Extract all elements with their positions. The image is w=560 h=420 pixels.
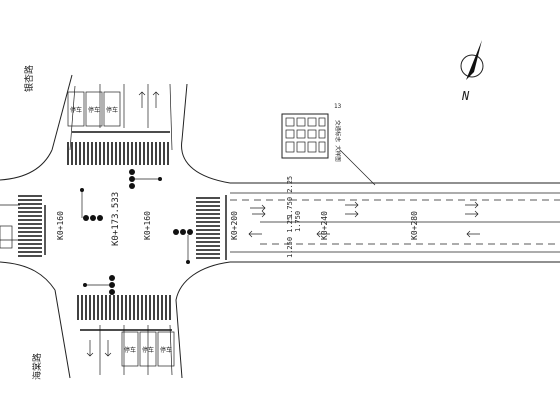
station-main-label: K0+173.533 xyxy=(111,192,121,246)
traffic-signals xyxy=(80,169,193,295)
north-circle-icon xyxy=(460,54,484,78)
stop-box-north-3 xyxy=(103,91,121,127)
stop-line-text-south: 停车 停车 停车 xyxy=(121,331,175,367)
dim-top-label: 1.750 2.25 xyxy=(286,176,294,218)
signal-south-icon xyxy=(83,275,115,295)
stop-text-south-3: 停车 xyxy=(160,346,172,354)
crosswalk-east xyxy=(196,197,220,259)
west-island xyxy=(0,225,13,249)
arrow-west-1-icon xyxy=(248,230,262,238)
stop-box-south-3 xyxy=(157,331,175,367)
crosswalk-west xyxy=(18,195,42,257)
arrow-south-1-icon xyxy=(86,340,94,357)
arrow-west-2-icon xyxy=(316,230,330,238)
arrow-west-3-icon xyxy=(466,230,480,238)
arrow-south-2-icon xyxy=(104,340,112,357)
stop-box-north-2 xyxy=(85,91,103,127)
station-vertical-label: K0+160 xyxy=(143,211,152,240)
stop-text-north-2: 停车 xyxy=(88,106,100,114)
station-240-label: K0+240 xyxy=(320,211,329,240)
arrow-north-2-icon xyxy=(152,91,160,108)
edge-se xyxy=(175,261,231,379)
signal-west-icon xyxy=(80,188,103,221)
road-edges xyxy=(0,74,560,379)
stop-text-north-3: 停车 xyxy=(106,106,118,114)
north-arrow: N xyxy=(460,40,484,103)
sign-number: 13 xyxy=(334,103,342,110)
edge-sw xyxy=(0,261,56,291)
stop-box-south-1 xyxy=(121,331,139,367)
arrow-east-4-icon xyxy=(345,210,359,218)
station-left-label: K0+160 xyxy=(56,211,65,240)
arrow-east-3-icon xyxy=(345,201,359,209)
edge-west-bottom xyxy=(54,289,71,379)
stop-box-south-2 xyxy=(139,331,157,367)
edge-west-top xyxy=(51,74,73,151)
north-label: N xyxy=(461,89,470,103)
stop-text-north-1: 停车 xyxy=(70,106,82,114)
south-lane-d xyxy=(169,324,173,376)
station-200-label: K0+200 xyxy=(230,211,239,240)
vertical-lane-arrows xyxy=(86,91,160,357)
stop-bars xyxy=(44,131,227,331)
road-name-bottom: 海棠路 xyxy=(31,353,43,380)
dim-bottom-label: 1.250 1.25 xyxy=(286,216,294,258)
signal-north-icon xyxy=(129,169,162,189)
edge-nw xyxy=(0,149,53,181)
crosswalk-south xyxy=(77,295,171,320)
stop-text-south-2: 停车 xyxy=(142,346,154,354)
sign-detail: 13 交通标志 大样图 xyxy=(281,103,342,162)
arrow-east-5-icon xyxy=(465,201,479,209)
sign-panel xyxy=(281,113,329,159)
dim-mid-label: 1.750 xyxy=(294,211,302,232)
road-name-top: 银杏路 xyxy=(23,65,35,92)
arrow-east-6-icon xyxy=(465,210,479,218)
arrow-east-2-icon xyxy=(252,210,266,218)
station-280-label: K0+280 xyxy=(410,211,419,240)
sign-caption: 交通标志 大样图 xyxy=(334,120,342,162)
stop-text-south-1: 停车 xyxy=(124,346,136,354)
north-lane-e xyxy=(169,83,173,151)
north-needle-icon xyxy=(466,40,482,80)
lane-arrows xyxy=(248,201,480,238)
north-lane-a xyxy=(69,85,76,151)
stop-line-text-north: 停车 停车 停车 xyxy=(67,91,121,127)
sign-leader-line xyxy=(339,149,376,186)
arrow-north-1-icon xyxy=(138,91,146,108)
edge-ne xyxy=(181,83,231,184)
crosswalk-north xyxy=(67,142,169,165)
signal-east-icon xyxy=(173,229,193,264)
stop-box-north-1 xyxy=(67,91,85,127)
arrow-east-1-icon xyxy=(250,204,266,212)
station-labels: K0+173.533 K0+160 K0+160 K0+200 K0+240 K… xyxy=(56,176,419,258)
